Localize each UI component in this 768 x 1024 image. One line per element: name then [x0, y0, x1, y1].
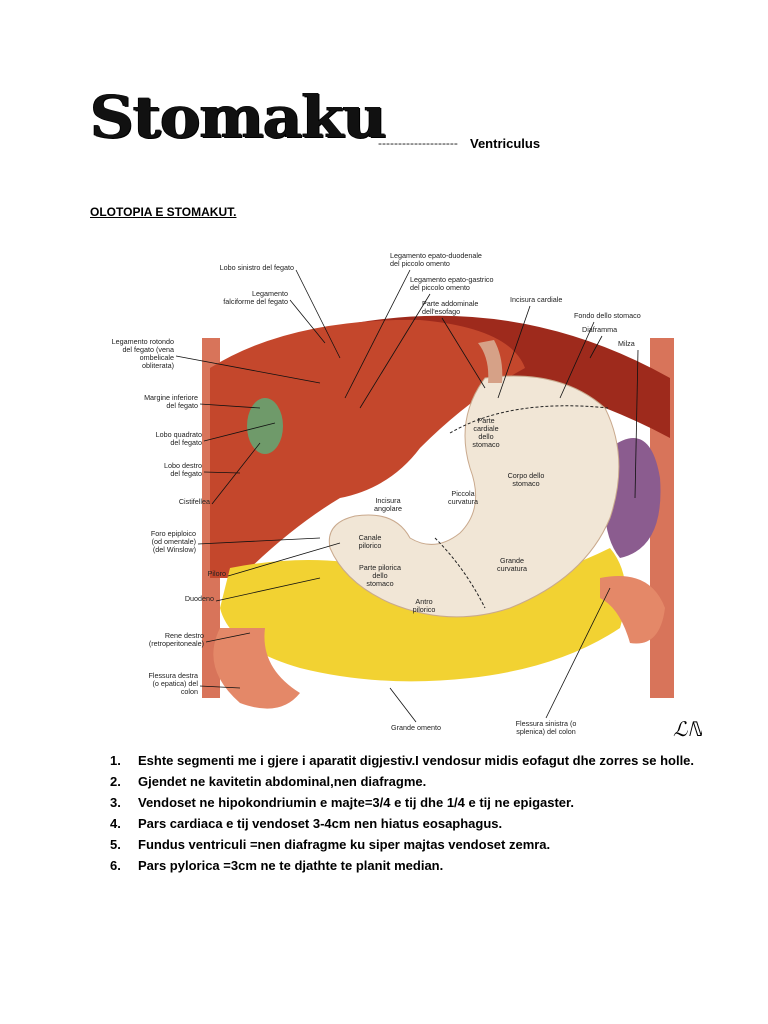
title-container: Stomaku: [90, 88, 387, 146]
page-title: Stomaku: [90, 83, 387, 151]
label-left-7: Foro epiploico(od omentale)(del Winslow): [151, 529, 196, 554]
gallbladder: [247, 398, 283, 454]
list-item-number: 4.: [110, 816, 121, 831]
list-item: 5. Fundus ventriculi =nen diafragme ku si…: [110, 834, 710, 855]
leader-left-1: [289, 299, 326, 344]
leader-left-7: [197, 537, 321, 545]
leader-top-6: [634, 349, 639, 499]
leader-left-0: [295, 269, 341, 359]
leader-left-8: [227, 542, 341, 577]
list-item: 3. Vendoset ne hipokondriumin e majte=3/4…: [110, 792, 710, 813]
pyloric-boundary: [434, 537, 486, 609]
leader-bottom-1: [545, 587, 611, 719]
list-item-number: 5.: [110, 837, 121, 852]
list-item: 6. Pars pylorica =3cm ne te djathte te pl…: [110, 855, 710, 876]
label-left-8: Piloro: [208, 569, 226, 578]
list-item: 1. Eshte segmenti me i gjere i aparatit d…: [110, 750, 710, 771]
leader-top-5: [589, 335, 603, 359]
liver: [210, 319, 525, 578]
leader-top-2: [441, 317, 486, 389]
label-top-6: Milza: [618, 339, 635, 348]
leader-top-0: [344, 269, 411, 399]
leader-left-9: [215, 577, 321, 602]
leader-lines: [175, 269, 639, 723]
leader-left-11: [199, 685, 241, 689]
leader-top-4: [559, 321, 595, 399]
leader-left-4: [203, 422, 276, 442]
colon-left: [600, 576, 665, 644]
list-item-text: Pars cardiaca e tij vendoset 3-4cm nen h…: [138, 816, 503, 831]
label-left-0: Lobo sinistro del fegato: [220, 263, 294, 272]
cardia-boundary: [449, 405, 609, 434]
leader-top-1: [359, 293, 431, 409]
page-subtitle: Ventriculus: [470, 136, 541, 151]
list-item: 2. Gjendet ne kavitetin abdominal,nen dia…: [110, 771, 710, 792]
label-left-10: Rene destro(retroperitoneale): [149, 631, 204, 648]
list-item-number: 2.: [110, 774, 121, 789]
list-item-number: 1.: [110, 753, 121, 768]
leader-left-5: [203, 471, 241, 474]
leader-left-6: [211, 442, 261, 505]
artist-signature: ℒℕ: [673, 717, 702, 741]
list-item-number: 3.: [110, 795, 121, 810]
title-dashes: --------------------: [378, 136, 458, 150]
esophagus: [478, 340, 503, 383]
leader-left-3: [199, 403, 261, 409]
section-heading: OLOTOPIA E STOMAKUT.: [90, 205, 237, 219]
colon-right: [213, 628, 300, 709]
leader-left-2: [175, 355, 321, 384]
list-item-number: 6.: [110, 858, 121, 873]
list-item-text: Fundus ventriculi =nen diafragme ku sipe…: [138, 837, 551, 852]
stomach: [328, 375, 620, 618]
list-item-text: Gjendet ne kavitetin abdominal,nen diafr…: [138, 774, 427, 789]
label-left-9: Duodeno: [185, 594, 214, 603]
facts-list: 1. Eshte segmenti me i gjere i aparatit d…: [110, 750, 710, 876]
list-item-text: Pars pylorica =3cm ne te djathte te plan…: [138, 858, 444, 873]
list-item: 4. Pars cardiaca e tij vendoset 3-4cm nen…: [110, 813, 710, 834]
label-left-6: Cistifellea: [179, 497, 210, 506]
list-item-text: Eshte segmenti me i gjere i aparatit dig…: [138, 753, 695, 768]
label-bottom-0: Grande omento: [391, 723, 441, 732]
label-top-4: Fondo dello stomaco: [574, 311, 641, 320]
leader-bottom-0: [389, 687, 417, 723]
leader-left-10: [205, 632, 251, 643]
list-item-text: Vendoset ne hipokondriumin e majte=3/4 e…: [138, 795, 574, 810]
label-top-3: Incisura cardiale: [510, 295, 562, 304]
leader-top-3: [497, 305, 531, 399]
label-top-5: Diaframma: [582, 325, 617, 334]
